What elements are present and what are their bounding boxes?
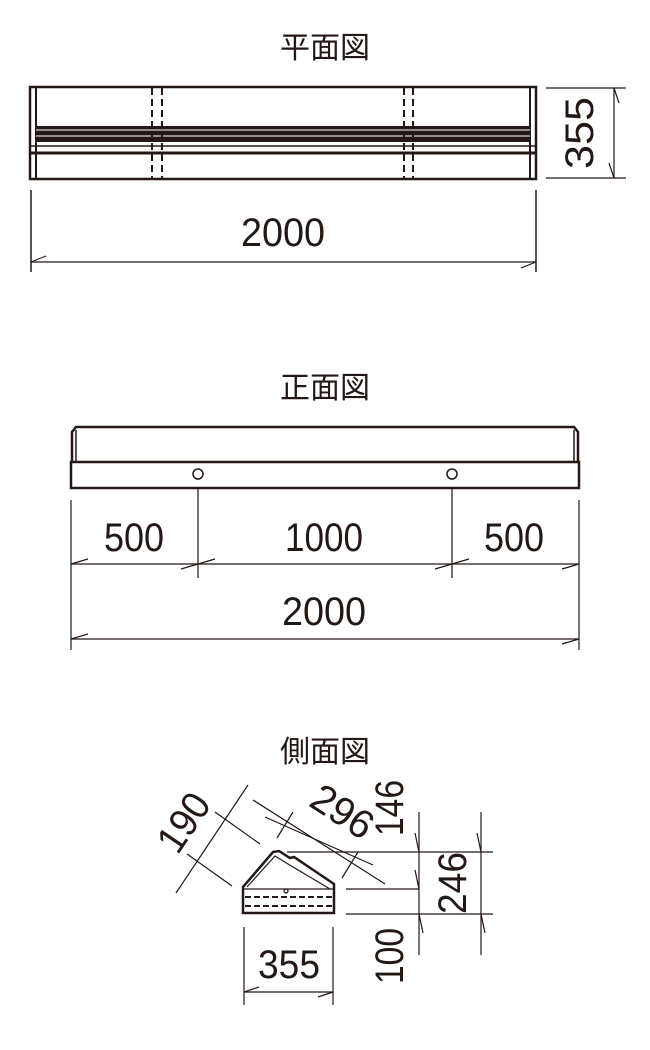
side-base-height-label: 100 <box>368 928 412 984</box>
side-top-height-label: 146 <box>368 780 412 836</box>
front-total-label: 2000 <box>282 590 366 634</box>
side-view: 側面図 190 296 <box>149 735 493 1005</box>
side-slope-left-dimension: 190 <box>149 784 261 894</box>
plan-width-dimension: 2000 <box>30 190 537 272</box>
side-hole <box>283 888 289 894</box>
side-base-width-dimension: 355 <box>243 927 334 1005</box>
front-total-dimension: 2000 <box>70 590 580 645</box>
front-left-segment-label: 500 <box>104 516 164 560</box>
plan-view: 平面図 2000 <box>28 31 626 272</box>
side-slope-left-label: 190 <box>149 785 220 861</box>
front-segment-dimensions: 500 1000 500 <box>70 489 580 650</box>
front-view: 正面図 500 1000 500 <box>69 371 581 650</box>
side-view-title: 側面図 <box>280 735 370 770</box>
side-view-body <box>241 849 336 915</box>
plan-view-title: 平面図 <box>280 31 370 66</box>
side-total-height-label: 246 <box>431 852 475 914</box>
plan-view-body <box>28 85 538 181</box>
plan-depth-dimension: 355 <box>546 87 626 179</box>
front-middle-segment-label: 1000 <box>285 516 363 560</box>
side-base-width-label: 355 <box>258 943 320 987</box>
front-view-body <box>69 425 581 490</box>
plan-depth-label: 355 <box>558 97 602 169</box>
plan-width-label: 2000 <box>241 211 325 255</box>
front-view-title: 正面図 <box>280 371 370 406</box>
mounting-hole-left <box>192 468 204 480</box>
side-height-dimensions: 146 246 100 <box>287 780 493 984</box>
mounting-hole-right <box>446 468 458 480</box>
side-slope-right-dimension: 296 <box>252 776 386 885</box>
front-right-segment-label: 500 <box>484 516 544 560</box>
